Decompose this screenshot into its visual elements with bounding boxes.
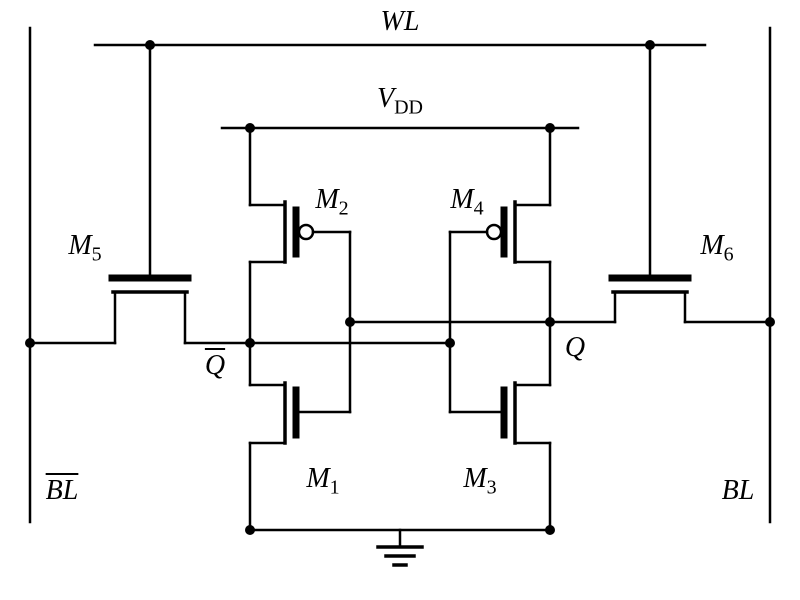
junction-dots [25,40,775,535]
junction-dot-vdd-right [545,123,555,133]
label-m6: M6 [700,230,734,266]
vdd-sub-text: DD [394,96,423,119]
transistor-m2-pmos [248,200,352,264]
transistor-m3-nmos [448,381,552,445]
label-m1: M1 [306,463,340,499]
transistor-m4-pmos [448,200,552,264]
label-m2: M2 [315,184,349,220]
junction-dot-wl-right [645,40,655,50]
transistor-m6-access [608,43,692,324]
ground-symbol [376,528,424,567]
label-q-bar: Q [204,350,226,381]
label-m5: M5 [68,230,102,266]
junction-dot-vdd-left [245,123,255,133]
label-bitline-bar: BL [45,475,79,506]
junction-dot-gnd-left [245,525,255,535]
label-m4: M4 [450,184,484,220]
vdd-base-text: V [377,83,395,114]
m2-pmos-bubble [297,223,315,241]
wordline-text: WL [380,6,420,37]
junction-dot-right-gates [445,338,455,348]
label-vdd: VDD [377,83,423,118]
junction-dot-qbar-node [245,338,255,348]
junction-dot-q-node [545,317,555,327]
junction-dot-bl [765,317,775,327]
junction-dot-gnd-right [545,525,555,535]
transistor-m1-nmos [248,381,352,445]
junction-dot-wl-left [145,40,155,50]
label-m3: M3 [463,463,497,499]
label-wordline: WL [381,8,420,36]
transistor-m5-access [108,43,192,345]
label-bitline: BL [721,475,755,506]
label-q: Q [564,332,586,363]
junction-dot-left-gates [345,317,355,327]
junction-dot-blbar [25,338,35,348]
m4-pmos-bubble [485,223,503,241]
